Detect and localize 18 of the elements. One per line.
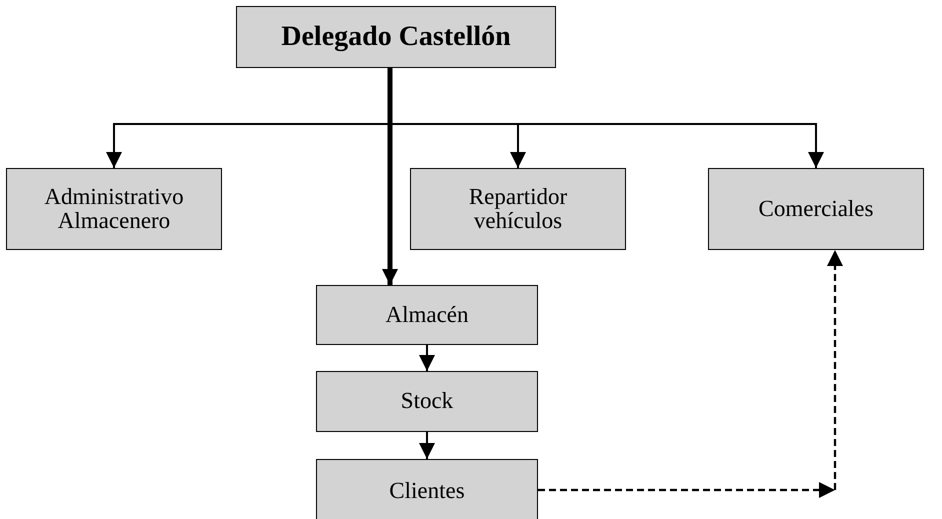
box-label: Repartidor vehículos — [468, 184, 568, 234]
arrow — [538, 250, 843, 498]
process-box — [708, 168, 924, 250]
process-box — [316, 459, 538, 519]
title-box — [236, 6, 556, 68]
box-label: Delegado Castellón — [281, 22, 511, 52]
process-box — [410, 168, 626, 250]
box-label: Clientes — [389, 478, 465, 504]
arrow — [382, 68, 398, 285]
box-label: Comerciales — [758, 196, 874, 222]
box-label: Almacén — [385, 302, 468, 328]
arrow — [419, 345, 435, 371]
process-box — [316, 371, 538, 432]
arrow — [419, 432, 435, 459]
process-box — [6, 168, 222, 250]
process-box — [316, 285, 538, 345]
box-label: Stock — [400, 389, 454, 414]
box-label: Administrativo Almacenero — [43, 184, 185, 234]
